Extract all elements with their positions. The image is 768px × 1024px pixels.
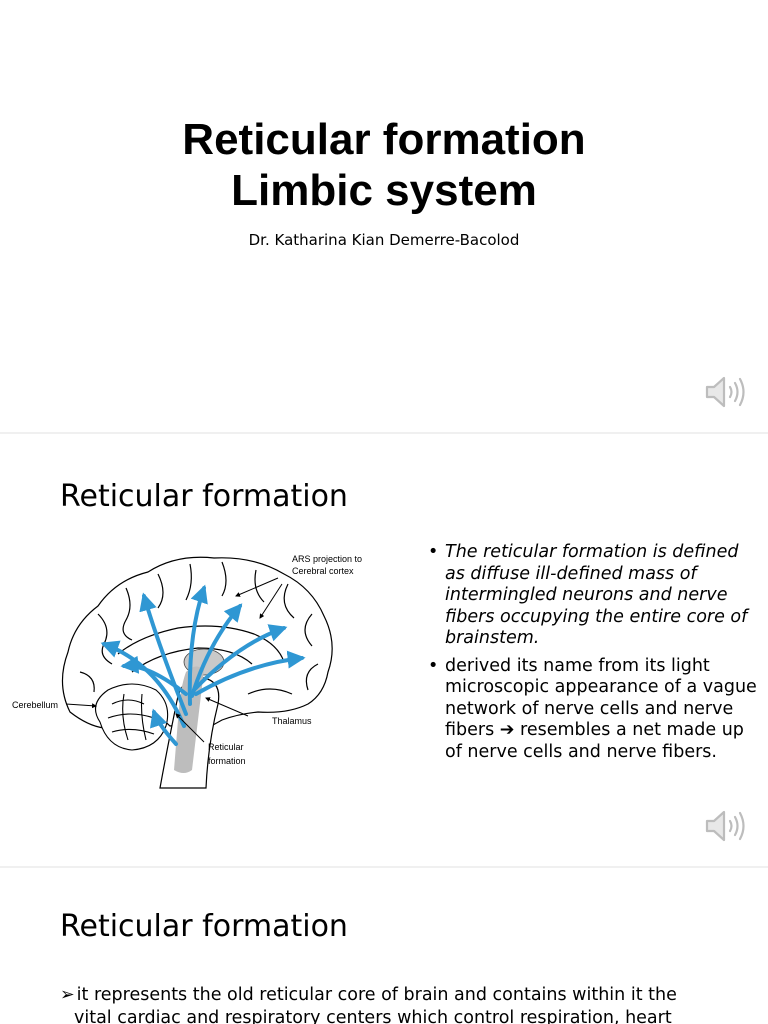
- label-cerebellum: Cerebellum: [12, 700, 58, 710]
- brain-diagram: ARS projection to Cerebral cortex Cerebe…: [12, 554, 362, 789]
- label-reticular: Reticular: [208, 742, 244, 752]
- ars-arrows: [100, 584, 306, 746]
- label-formation: formation: [208, 756, 246, 766]
- slide-separator: [0, 432, 768, 434]
- arrow-right-icon: ➔: [499, 720, 515, 740]
- body-text: ➢it represents the old reticular core of…: [60, 984, 760, 1024]
- pointer-lines: [65, 577, 283, 743]
- content-slide: Reticular formation: [0, 434, 768, 866]
- bullet-text: derived its name from its light microsco…: [445, 655, 757, 741]
- slide-title: Reticular formation: [60, 909, 348, 944]
- cerebellum-shape: [94, 683, 169, 751]
- slide-title: Reticular formation: [60, 479, 348, 514]
- label-ars-projection: ARS projection to: [292, 554, 362, 564]
- title-line-2: Limbic system: [231, 166, 537, 215]
- speaker-icon[interactable]: [704, 372, 752, 412]
- body-line-1: it represents the old reticular core of …: [76, 985, 677, 1005]
- bullet-item: derived its name from its light microsco…: [428, 656, 758, 764]
- title-slide: Reticular formation Limbic system Dr. Ka…: [0, 0, 768, 432]
- bullet-item: The reticular formation is defined as di…: [428, 542, 758, 650]
- arrow-bullet-icon: ➢: [60, 985, 75, 1005]
- content-slide: Reticular formation ➢it represents the o…: [0, 868, 768, 1024]
- presentation-title: Reticular formation Limbic system: [0, 114, 768, 216]
- body-line-2: vital cardiac and respiratory centers wh…: [74, 1008, 672, 1024]
- label-thalamus: Thalamus: [272, 716, 312, 726]
- author-name: Dr. Katharina Kian Demerre-Bacolod: [248, 231, 520, 249]
- speaker-icon[interactable]: [704, 806, 752, 846]
- bullet-text: The reticular formation is defined as di…: [445, 542, 748, 648]
- title-line-1: Reticular formation: [182, 115, 586, 164]
- bullet-text-continued: resembles a net made up of nerve cells a…: [445, 720, 744, 762]
- label-cerebral-cortex: Cerebral cortex: [292, 566, 354, 576]
- slide-separator: [0, 866, 768, 868]
- definition-bullets: The reticular formation is defined as di…: [428, 542, 758, 769]
